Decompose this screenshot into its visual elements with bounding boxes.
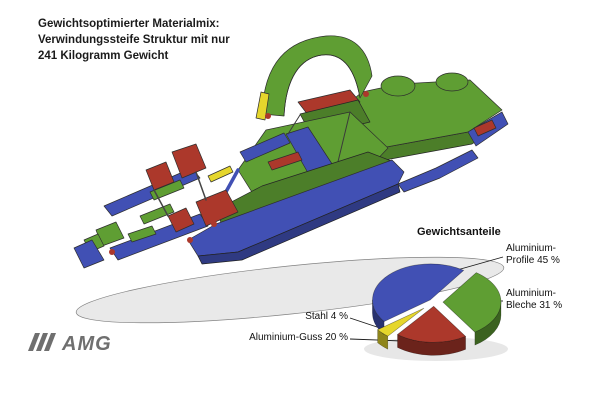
label-line: Bleche 31 %: [506, 300, 563, 311]
amg-wordmark: AMG: [61, 333, 112, 354]
front-structure: [73, 143, 239, 269]
label-line: Aluminium-: [506, 288, 557, 299]
headline-line1: Gewichtsoptimierter Materialmix:: [38, 18, 220, 30]
label-line: Stahl 4 %: [305, 311, 348, 322]
headline-line2: Verwindungssteife Struktur mit nur: [38, 34, 230, 46]
cast-nodes: [109, 91, 369, 255]
windshield-frame: [255, 35, 373, 121]
pie-title: Gewichtsanteile: [417, 226, 501, 238]
label-line: Aluminium-: [506, 243, 557, 254]
label-stahl: Stahl 4 %: [278, 311, 348, 323]
label-line: Aluminium-Guss 20 %: [249, 332, 348, 343]
headline-line3: 241 Kilogramm Gewicht: [38, 50, 169, 62]
amg-stripes-icon: [28, 333, 56, 351]
label-aluminium-guss: Aluminium-Guss 20 %: [238, 332, 348, 344]
side-sill: [187, 149, 479, 265]
headline: Gewichtsoptimierter Materialmix: Verwind…: [38, 16, 230, 64]
label-line: Profile 45 %: [506, 255, 560, 266]
amg-logo: AMG: [28, 330, 124, 359]
label-aluminium-bleche: Aluminium- Bleche 31 %: [506, 288, 562, 312]
label-aluminium-profile: Aluminium- Profile 45 %: [506, 243, 560, 267]
